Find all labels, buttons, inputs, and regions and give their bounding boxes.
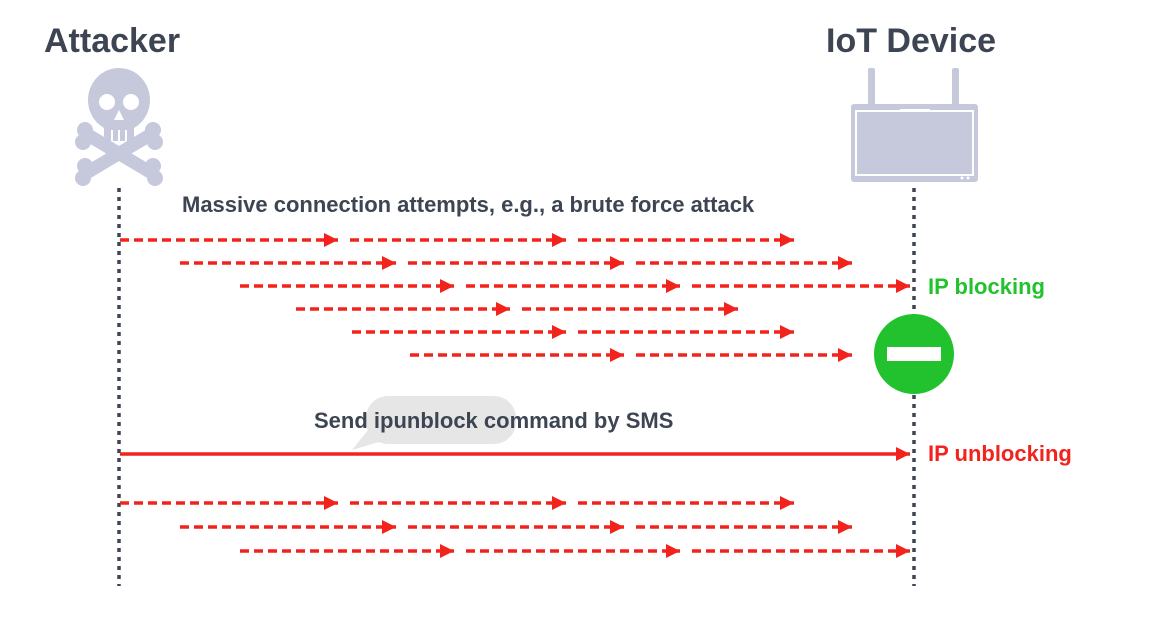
attack-arrows-before [120, 233, 910, 362]
router-icon [851, 68, 978, 182]
attack-message-label: Massive connection attempts, e.g., a bru… [182, 192, 755, 217]
sms-message-label: Send ipunblock command by SMS [314, 408, 674, 433]
attack-arrows-after [120, 496, 910, 558]
ip-blocking-label: IP blocking [928, 274, 1045, 299]
ip-unblocking-label: IP unblocking [928, 441, 1072, 466]
iot-device-label: IoT Device [826, 22, 997, 60]
attacker-label: Attacker [44, 22, 181, 60]
no-entry-icon [874, 314, 954, 394]
speech-bubble-icon [352, 396, 516, 450]
skull-crossbones-icon [75, 68, 163, 186]
